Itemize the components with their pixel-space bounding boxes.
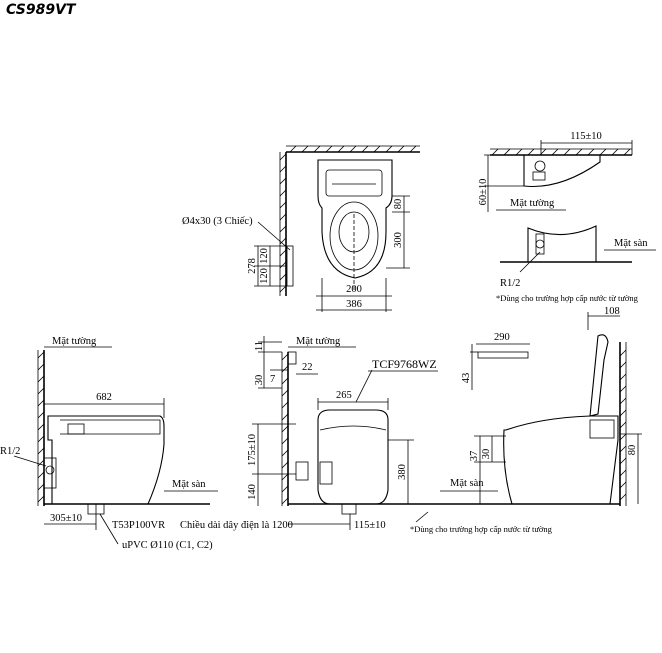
dim-label-682: 682 [96,392,112,403]
bottom-note: *Dùng cho trường hợp cấp nước từ tường [410,524,553,534]
dim-label-108: 108 [604,306,620,317]
dim-label-30a: 30 [254,375,265,386]
dim-label-60-10: 60±10 [478,179,489,206]
front-view: Mặt tường 11 30 7 22 265 TCF9768WZ [247,336,440,531]
detail-valve-knob [534,160,546,172]
front-view-bracket [287,351,297,365]
pipe-leader [99,513,119,545]
detail-wall-label: Mặt tường [510,198,555,209]
dim-label-386: 386 [346,299,362,310]
top-view-toilet-outline [317,159,393,279]
right-view-lid-open [589,334,609,417]
left-view-flange [87,503,105,515]
left-view-r12-label: R1/2 [0,446,20,457]
left-view-wall-hatch [37,350,45,506]
left-view-toilet-outline [47,415,165,505]
detail-tank-side [527,225,597,263]
dim-label-80b: 80 [627,445,638,456]
dim-label-290: 290 [494,332,510,343]
dim-label-22: 22 [302,362,313,373]
dim-label-115-10: 115±10 [570,131,602,142]
right-view-tank [589,419,615,439]
screw-leader [257,221,291,251]
front-view-wall-hatch [281,352,289,506]
dim-label-175-10: 175±10 [247,434,258,466]
detail-valve-nut [532,171,546,181]
front-view-valve [319,461,333,485]
dim-label-140: 140 [247,484,258,500]
dim-label-278: 278 [247,258,258,274]
left-view-supply-knob [45,465,55,475]
top-view-tank-panel [325,169,383,197]
front-view-supply [295,461,309,481]
supply-detail-view: 115±10 60±10 Mặt tường Mặt sàn R1/2 *Dùn… [478,131,656,303]
front-view-seat-line [319,425,387,431]
dim-label-43: 43 [461,373,472,384]
flange-model-label: T53P100VR [112,520,165,531]
dim-label-30b: 30 [481,449,492,460]
dim-label-80: 80 [393,199,404,210]
top-view: 80 300 200 386 278 120 120 Ø4x30 (3 Chiế… [182,145,420,312]
detail-r12-label: R1/2 [500,278,520,289]
valve-model-label: TCF9768WZ [372,357,437,371]
right-view-remote [477,351,529,359]
top-view-wall-hatch [279,152,287,296]
detail-valve-body [523,155,601,188]
left-view-floor-label: Mặt sàn [172,479,206,490]
dim-label-115-10b: 115±10 [354,520,386,531]
dim-label-380: 380 [397,464,408,480]
right-view-floor-label: Mặt sàn [450,478,484,489]
dim-label-300: 300 [393,232,404,248]
right-view-wall-hatch [619,342,627,506]
dim-label-265: 265 [336,390,352,401]
cable-length-label: Chiều dài dây điện là 1200 [180,520,293,531]
dim-label-37: 37 [469,451,480,462]
left-view-control [67,423,85,435]
detail-floor-label: Mặt sàn [614,238,648,249]
front-view-wall-label: Mặt tường [296,336,341,347]
dim-label-11: 11 [254,341,265,351]
left-view-seat [60,419,161,435]
front-view-flange [341,503,357,515]
bottom-note-leader [415,511,429,523]
detail-supply-knob [535,239,545,249]
left-view-supply-valve [43,457,57,489]
front-view-toilet-outline [317,409,389,505]
detail-r12-leader [519,251,541,273]
dim-label-7: 7 [270,374,275,385]
top-view-wall-hatch-top [286,145,420,153]
screw-label: Ø4x30 (3 Chiếc) [182,216,253,227]
left-side-view: Mặt tường Mặt sàn R1/2 682 305±10 T53P10… [0,336,293,551]
pipe-label: uPVC Ø110 (C1, C2) [122,540,213,551]
right-view-toilet-outline [503,415,619,505]
valve-model-leader [355,369,373,403]
detail-note: *Dùng cho trường hợp cấp nước từ tường [496,293,639,303]
detail-supply-valve [535,233,545,255]
top-view-mounting-plate [286,245,294,287]
right-side-view: 108 290 43 37 30 80 Mặt sàn *Dùng cho tr… [410,306,642,534]
model-code-title: CS989VT [6,2,76,18]
dim-label-120a: 120 [259,268,270,284]
dim-label-200: 200 [346,284,362,295]
dim-label-305-10: 305±10 [50,513,82,524]
dim-label-120b: 120 [259,248,270,264]
detail-wall-hatch [490,148,632,156]
left-view-r12-leader [13,455,47,467]
left-view-wall-label: Mặt tường [52,336,97,347]
